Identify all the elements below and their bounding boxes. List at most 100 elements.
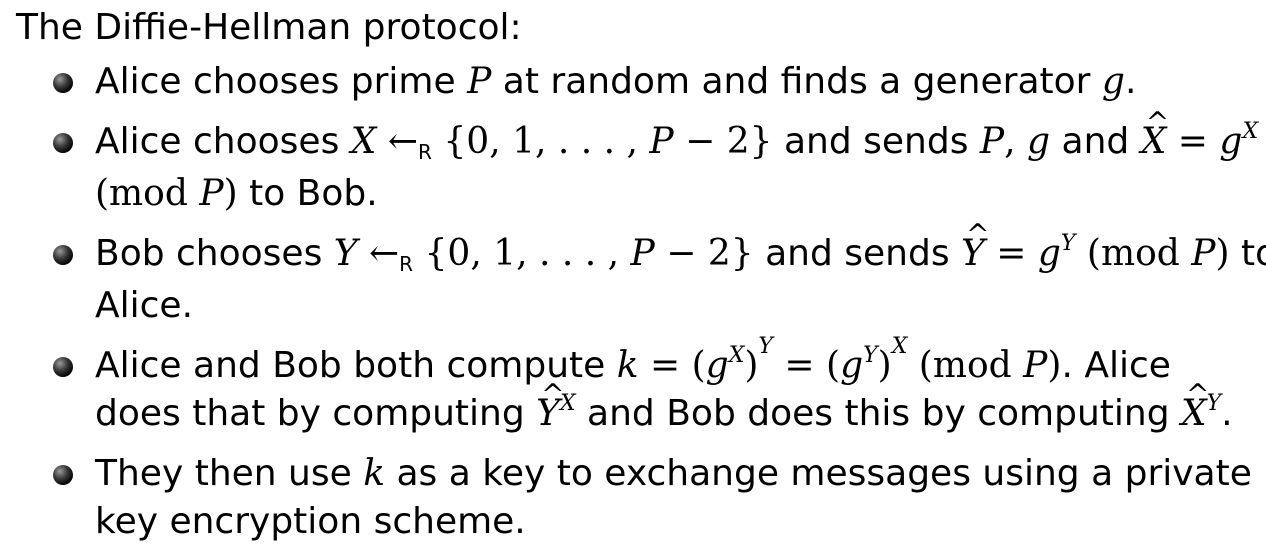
var-Y: Y (961, 233, 985, 274)
bullet-2-text: Alice chooses (95, 121, 351, 162)
bullet-1-text: at random and finds a generator (491, 61, 1102, 102)
paren-close: ) (1215, 233, 1230, 274)
random-arrow-icon: ← (376, 121, 419, 162)
bullet-1-text: Alice chooses prime (95, 61, 468, 102)
paren-open: ( (1075, 233, 1101, 274)
equals-sign: = (1166, 121, 1220, 162)
bullet-1-line-1: Alice chooses prime P at random and find… (95, 58, 1256, 106)
bullet-3-text: to (1240, 233, 1266, 274)
bullet-4-text: and Bob does this by computing (575, 393, 1181, 434)
hat-accent: ^ (966, 218, 990, 251)
set-expression: {0, 1, . . . , (431, 121, 650, 162)
bullet-4-line-2: does that by computing ^YX and Bob does … (95, 378, 1256, 438)
equals-paren: = ( (638, 345, 706, 386)
comma: , (1004, 121, 1028, 162)
set-expression-end: − 2} (673, 121, 773, 162)
bullet-3-line-2: Alice. (95, 285, 194, 326)
var-k: k (616, 345, 639, 386)
bullet-4-text: . Alice (1061, 345, 1171, 386)
bullet-ball-icon (53, 73, 73, 93)
slide-content: The Diffie-Hellman protocol: Alice choos… (16, 0, 1266, 546)
exponent-Y: Y (758, 334, 773, 359)
random-arrow-icon: ← (357, 233, 400, 274)
bullet-5-text: They then use (95, 453, 364, 494)
paren-close: ) (223, 173, 238, 214)
var-P: P (1191, 233, 1216, 274)
bullet-ball-icon (53, 465, 73, 485)
var-P: P (1023, 345, 1048, 386)
var-Y-hat: ^Y (536, 378, 564, 438)
bullet-4-text: does that by computing (95, 393, 537, 434)
exponent-Y: Y (1206, 391, 1222, 416)
bullet-3-line-1: Bob chooses Y ←R {0, 1, . . . , P − 2} a… (95, 218, 1266, 282)
var-X: X (1140, 121, 1167, 162)
paren-open: ( (907, 345, 933, 386)
equals-paren: = ( (772, 345, 841, 386)
var-Y-hat: ^Y (961, 218, 989, 278)
var-g: g (840, 345, 864, 386)
bullet-2-text: to Bob. (237, 173, 378, 214)
mod-operator: mod (109, 173, 200, 214)
bullet-2-line-1: Alice chooses X ←R {0, 1, . . . , P − 2}… (95, 106, 1259, 170)
exponent-Y: Y (863, 343, 878, 368)
paren-close: ) (744, 345, 759, 386)
exponent-X: X (728, 343, 745, 368)
var-P: P (649, 121, 674, 162)
hat-accent: ^ (1145, 106, 1170, 139)
bullet-3-text: Bob chooses (95, 233, 334, 274)
var-X-hat: ^X (1180, 378, 1209, 438)
var-k: k (363, 453, 386, 494)
bullet-1-text: . (1124, 61, 1137, 102)
exponent-X: X (559, 391, 576, 416)
var-X: X (350, 121, 377, 162)
bullet-ball-icon (53, 357, 73, 377)
bullet-5-text: as a key to exchange messages using a pr… (385, 453, 1252, 494)
paren-open: ( (95, 173, 110, 214)
set-expression: {0, 1, . . . , (413, 233, 631, 274)
hat-accent: ^ (1185, 378, 1210, 411)
var-Y: Y (536, 393, 560, 434)
var-g: g (705, 345, 729, 386)
var-P: P (979, 121, 1005, 162)
var-g: g (1037, 233, 1061, 274)
bullet-4-text: Alice and Bob both compute (95, 345, 617, 386)
paren-close: ) (1047, 345, 1062, 386)
paren-close: ) (877, 345, 892, 386)
bullet-item-1: Alice chooses prime P at random and find… (16, 58, 1256, 106)
var-X: X (1180, 393, 1207, 434)
bullet-4-text: . (1221, 393, 1233, 434)
set-expression-end: − 2} (654, 233, 754, 274)
random-subscript: R (418, 140, 432, 164)
equals-sign: = (984, 233, 1038, 274)
bullet-5-line-2: key encryption scheme. (95, 501, 526, 542)
mod-operator: mod (1100, 233, 1192, 274)
bullet-item-3: Bob chooses Y ←R {0, 1, . . . , P − 2} a… (16, 218, 1266, 330)
bullet-item-5: They then use k as a key to exchange mes… (16, 450, 1256, 546)
var-P: P (199, 173, 224, 214)
var-Y: Y (333, 233, 358, 274)
bullet-2-line-2: (mod P) to Bob. (95, 170, 1256, 218)
exponent-X: X (891, 334, 908, 359)
bullet-ball-icon (53, 245, 73, 265)
bullet-4-line-1: Alice and Bob both compute k = (gX)Y = (… (95, 336, 1256, 390)
bullet-list: Alice chooses prime P at random and find… (16, 58, 1266, 546)
bullet-3-text: and sends (753, 233, 962, 274)
var-P: P (467, 61, 492, 102)
exponent-X: X (1242, 119, 1259, 144)
var-g: g (1219, 121, 1243, 162)
exponent-Y: Y (1060, 231, 1076, 256)
var-P: P (630, 233, 655, 274)
bullet-ball-icon (53, 133, 73, 153)
bullet-item-2: Alice chooses X ←R {0, 1, . . . , P − 2}… (16, 106, 1259, 218)
hat-accent: ^ (541, 378, 565, 411)
bullet-2-text: and sends (772, 121, 980, 162)
bullet-item-4: Alice and Bob both compute k = (gX)Y = (… (16, 336, 1256, 438)
var-g: g (1101, 61, 1125, 102)
random-subscript: R (399, 252, 414, 276)
bullet-5-line-1: They then use k as a key to exchange mes… (95, 450, 1256, 498)
var-X-hat: ^X (1140, 106, 1169, 166)
slide-heading: The Diffie-Hellman protocol: (16, 7, 522, 48)
var-g: g (1027, 121, 1051, 162)
bullet-2-text: and (1050, 121, 1141, 162)
mod-operator: mod (932, 345, 1024, 386)
